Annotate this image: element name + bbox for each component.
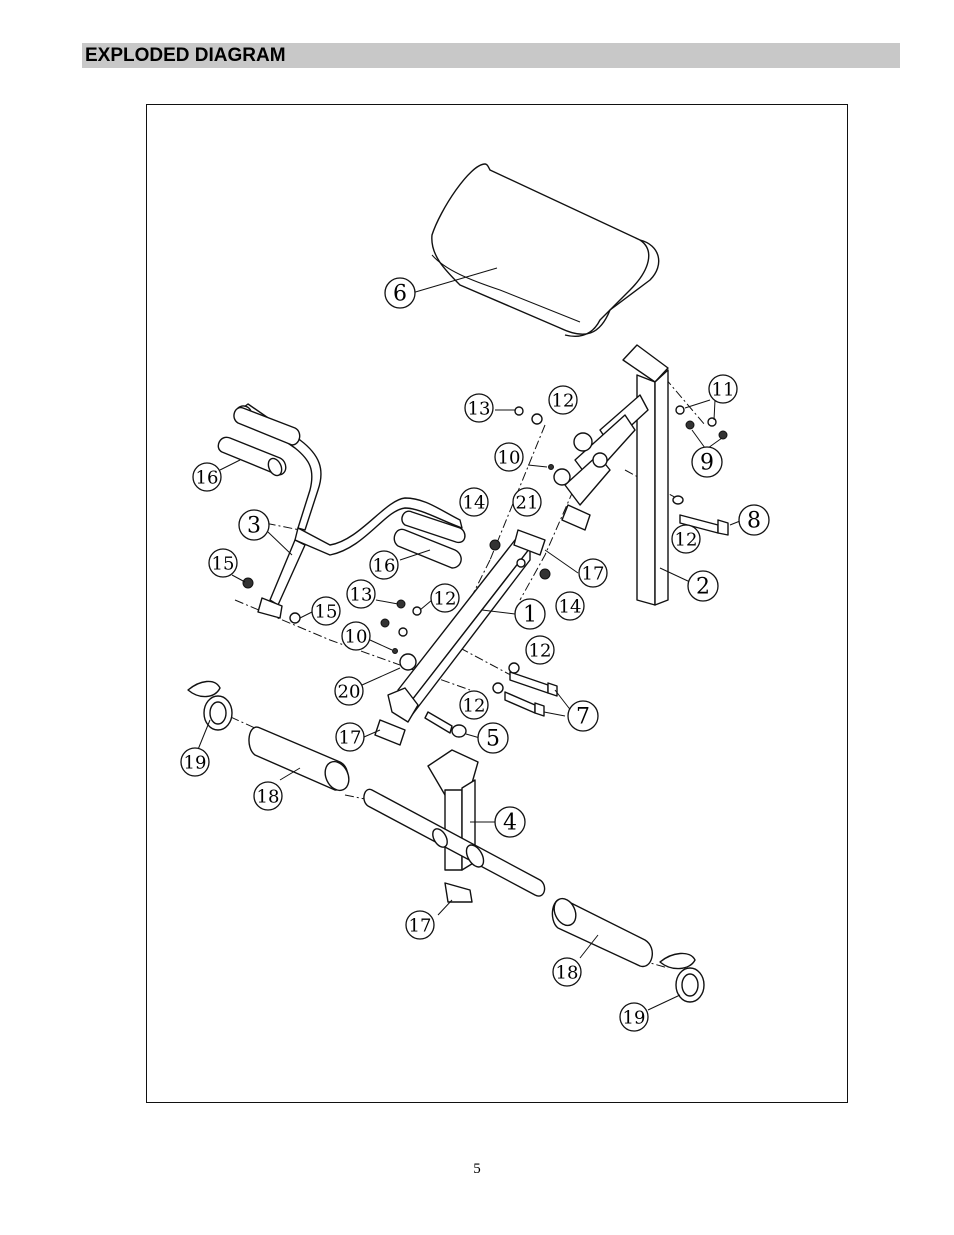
callout-20: 20 xyxy=(334,676,364,706)
end-caps xyxy=(187,680,705,1011)
svg-text:12: 12 xyxy=(529,641,552,662)
callout-3: 3 xyxy=(238,509,270,541)
callout-16: 16 xyxy=(369,550,399,580)
svg-text:12: 12 xyxy=(552,391,575,412)
svg-text:11: 11 xyxy=(712,380,735,401)
svg-text:8: 8 xyxy=(747,509,761,534)
svg-text:15: 15 xyxy=(212,554,235,575)
callout-12: 12 xyxy=(525,635,555,665)
svg-text:16: 16 xyxy=(196,468,219,489)
axle-rollers xyxy=(248,726,653,968)
svg-text:3: 3 xyxy=(247,514,261,539)
svg-text:17: 17 xyxy=(339,728,362,749)
callout-6: 6 xyxy=(384,277,416,309)
callout-11: 11 xyxy=(708,374,738,404)
svg-text:10: 10 xyxy=(345,627,368,648)
svg-text:12: 12 xyxy=(675,530,698,551)
svg-text:1: 1 xyxy=(523,603,537,628)
callout-17: 17 xyxy=(335,722,365,752)
callout-12: 12 xyxy=(430,583,460,613)
callout-18: 18 xyxy=(253,781,283,811)
callout-1: 1 xyxy=(514,598,546,630)
upright-frame xyxy=(564,344,691,606)
svg-text:18: 18 xyxy=(257,787,280,808)
callout-14: 14 xyxy=(555,591,585,621)
svg-text:17: 17 xyxy=(409,916,432,937)
callout-15: 15 xyxy=(311,596,341,626)
callout-10: 10 xyxy=(341,621,371,651)
callout-14: 14 xyxy=(459,487,489,517)
svg-text:7: 7 xyxy=(576,705,590,730)
callout-9: 9 xyxy=(691,446,723,478)
callouts: 6 11 13 12 9 10 16 21 14 8 12 3 16 17 15… xyxy=(180,277,770,1032)
svg-text:14: 14 xyxy=(463,493,486,514)
callout-13: 13 xyxy=(464,393,494,423)
callout-5: 5 xyxy=(477,722,509,754)
bolt-8 xyxy=(672,495,741,536)
callout-19: 19 xyxy=(619,1002,649,1032)
callout-8: 8 xyxy=(738,504,770,536)
axle xyxy=(363,788,546,897)
svg-text:13: 13 xyxy=(468,399,491,420)
hardware xyxy=(231,399,728,694)
svg-text:19: 19 xyxy=(184,753,207,774)
callout-13: 13 xyxy=(346,579,376,609)
svg-text:16: 16 xyxy=(373,556,396,577)
svg-text:9: 9 xyxy=(700,451,714,476)
callout-4: 4 xyxy=(494,806,526,838)
svg-text:5: 5 xyxy=(486,727,500,752)
foam-rollers-upper xyxy=(217,406,466,569)
callout-12: 12 xyxy=(459,690,489,720)
callout-17: 17 xyxy=(405,910,435,940)
assembly-lines xyxy=(214,377,706,969)
seat-pad xyxy=(411,163,660,337)
bolts-7 xyxy=(504,671,573,717)
svg-text:12: 12 xyxy=(434,589,457,610)
section-header: EXPLODED DIAGRAM xyxy=(82,43,900,68)
foot-caps xyxy=(363,504,591,916)
callout-19: 19 xyxy=(180,747,210,777)
callout-2: 2 xyxy=(687,570,719,602)
svg-text:13: 13 xyxy=(350,585,373,606)
svg-text:18: 18 xyxy=(556,963,579,984)
callout-21: 21 xyxy=(512,487,542,517)
svg-text:10: 10 xyxy=(498,448,521,469)
svg-text:2: 2 xyxy=(696,575,710,600)
callout-7: 7 xyxy=(567,700,599,732)
svg-text:15: 15 xyxy=(315,602,338,623)
page-number: 5 xyxy=(473,1161,481,1177)
callout-10: 10 xyxy=(494,442,524,472)
callout-12: 12 xyxy=(671,524,701,554)
svg-text:19: 19 xyxy=(623,1008,646,1029)
svg-text:17: 17 xyxy=(582,564,605,585)
callout-12: 12 xyxy=(548,385,578,415)
section-title: EXPLODED DIAGRAM xyxy=(85,45,286,66)
diagram-frame xyxy=(146,104,848,1103)
callout-18: 18 xyxy=(552,957,582,987)
svg-text:4: 4 xyxy=(503,811,517,836)
svg-text:21: 21 xyxy=(516,493,539,514)
svg-text:20: 20 xyxy=(338,682,361,703)
svg-text:12: 12 xyxy=(463,696,486,717)
callout-17: 17 xyxy=(578,558,608,588)
svg-text:14: 14 xyxy=(559,597,582,618)
callout-15: 15 xyxy=(208,548,238,578)
callout-16: 16 xyxy=(192,462,222,492)
svg-text:6: 6 xyxy=(393,282,407,307)
